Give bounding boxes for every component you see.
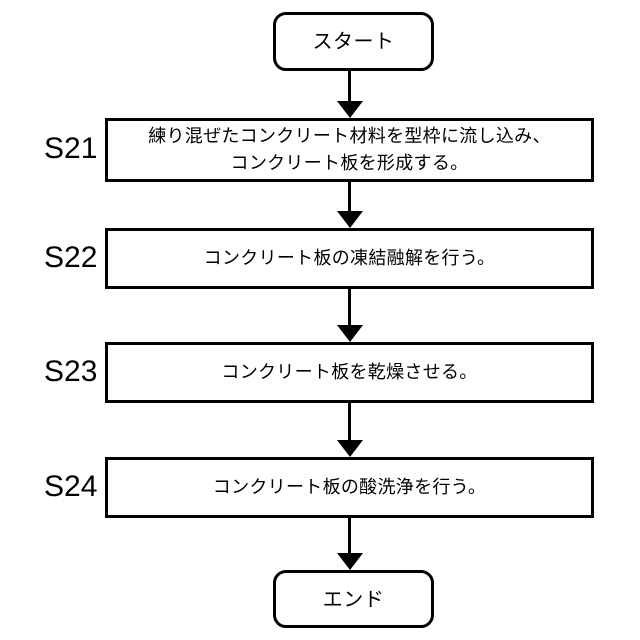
node-s21: 練り混ぜたコンクリート材料を型枠に流し込み、 コンクリート板を形成する。 xyxy=(105,118,594,182)
node-s24-label: コンクリート板の酸洗浄を行う。 xyxy=(212,477,487,498)
connector-s21-to-s22 xyxy=(337,182,363,228)
connector-shaft xyxy=(348,71,351,102)
node-end: エンド xyxy=(273,570,434,628)
connector-s24-to-end xyxy=(337,518,363,570)
connector-shaft xyxy=(348,182,351,212)
arrowhead-icon xyxy=(337,101,363,118)
node-s24: コンクリート板の酸洗浄を行う。 xyxy=(105,457,594,518)
node-start: スタート xyxy=(273,12,434,71)
connector-start-to-s21 xyxy=(337,71,363,118)
arrowhead-icon xyxy=(337,440,363,457)
arrowhead-icon xyxy=(337,325,363,342)
connector-s23-to-s24 xyxy=(337,403,363,457)
node-s23: コンクリート板を乾燥させる。 xyxy=(105,342,594,403)
node-end-label: エンド xyxy=(322,586,385,611)
node-s23-label: コンクリート板を乾燥させる。 xyxy=(221,362,478,383)
step-label-s24: S24 xyxy=(44,470,98,503)
node-s22-label: コンクリート板の凍結融解を行う。 xyxy=(203,248,496,269)
arrowhead-icon xyxy=(337,211,363,228)
step-label-s22: S22 xyxy=(44,241,98,274)
step-label-s23: S23 xyxy=(44,355,98,388)
step-label-s21: S21 xyxy=(44,132,98,165)
connector-shaft xyxy=(348,403,351,441)
connector-shaft xyxy=(348,289,351,326)
connector-shaft xyxy=(348,518,351,554)
connector-s22-to-s23 xyxy=(337,289,363,342)
arrowhead-icon xyxy=(337,553,363,570)
node-s22: コンクリート板の凍結融解を行う。 xyxy=(105,228,594,289)
node-start-label: スタート xyxy=(312,29,395,53)
node-s21-label: 練り混ぜたコンクリート材料を型枠に流し込み、 コンクリート板を形成する。 xyxy=(148,126,551,174)
